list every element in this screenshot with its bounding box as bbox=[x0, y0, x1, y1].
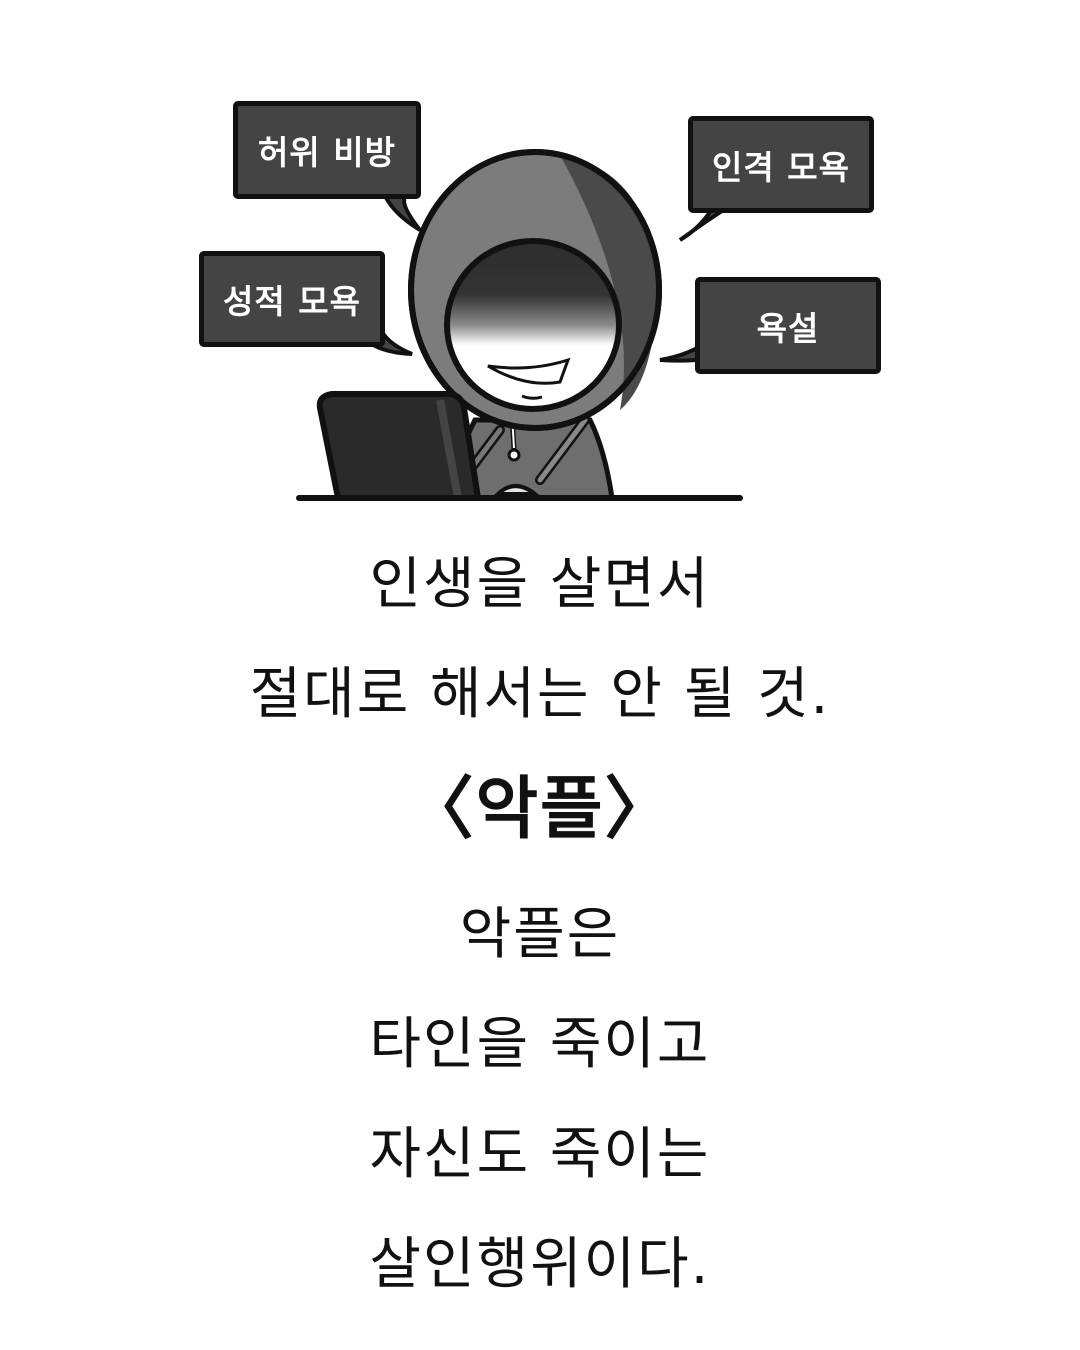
speech-bubble-sexual-insult: 성적 모욕 bbox=[199, 251, 385, 347]
illustration: 허위 비방 인격 모욕 성적 모욕 욕설 bbox=[0, 0, 1080, 520]
page-title: 〈악플〉 bbox=[405, 770, 675, 849]
bubble-label: 허위 비방 bbox=[258, 133, 396, 172]
speech-bubble-profanity: 욕설 bbox=[695, 277, 881, 374]
body-line-3: 자신도 죽이는 bbox=[369, 1122, 711, 1187]
bubble-label: 성적 모욕 bbox=[223, 282, 361, 321]
speech-bubble-false-slander: 허위 비방 bbox=[233, 101, 421, 199]
body-line-1: 악플은 bbox=[459, 902, 621, 967]
bubble-label: 인격 모욕 bbox=[712, 147, 850, 187]
hooded-figure-icon bbox=[296, 149, 743, 501]
body-line-2: 타인을 죽이고 bbox=[369, 1012, 711, 1077]
intro-line-1: 인생을 살면서 bbox=[369, 552, 711, 617]
speech-bubble-personal-insult: 인격 모욕 bbox=[688, 116, 874, 213]
bubble-label: 욕설 bbox=[756, 308, 820, 348]
intro-line-2: 절대로 해서는 안 될 것. bbox=[249, 662, 831, 727]
body-line-4: 살인행위이다. bbox=[369, 1232, 711, 1297]
